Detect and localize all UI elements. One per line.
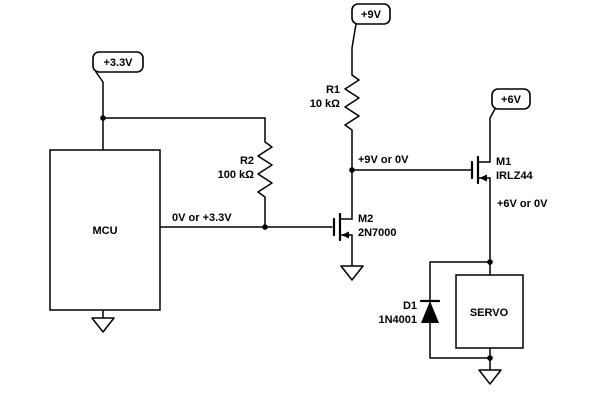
junction-dot xyxy=(487,355,493,361)
diode-d1-triangle xyxy=(421,301,439,323)
junction-dots xyxy=(100,115,493,361)
net-label-m2-drain: +9V or 0V xyxy=(358,154,409,166)
power-flag-9v: +9V xyxy=(351,3,391,49)
mosfet-m1: M1 IRLZ44 xyxy=(470,155,534,185)
power-flag-9v-pointer xyxy=(351,23,357,49)
resistor-r1: R1 10 kΩ xyxy=(310,47,360,171)
power-flag-9v-box xyxy=(351,3,391,25)
servo-block: SERVO xyxy=(455,274,524,349)
resistor-r2-body xyxy=(257,117,273,228)
junction-dot xyxy=(349,167,355,173)
ground-symbol-m2 xyxy=(340,265,364,281)
wire-d1-return xyxy=(429,322,491,359)
mosfet-m1-arrow xyxy=(479,174,487,182)
wires xyxy=(95,71,496,371)
diode-d1: D1 1N4001 xyxy=(378,299,441,326)
servo-label: SERVO xyxy=(470,307,509,319)
wire-m1-drain-v6 xyxy=(489,108,496,163)
wire-v33-to-mcu xyxy=(95,71,104,151)
net-label-m1-source: +6V or 0V xyxy=(497,198,548,210)
power-flag-9v-label: +9V xyxy=(361,9,382,21)
mosfet-m1-value: IRLZ44 xyxy=(496,170,534,182)
diode-d1-value: 1N4001 xyxy=(378,314,417,326)
mosfet-m1-ref: M1 xyxy=(496,156,511,168)
resistor-r2: R2 100 kΩ xyxy=(218,117,273,228)
power-flag-6v: +6V xyxy=(491,88,531,110)
resistor-r1-ref: R1 xyxy=(326,84,340,96)
junction-dot xyxy=(262,224,268,230)
ground-symbol-mcu xyxy=(91,317,115,333)
resistor-r2-ref: R2 xyxy=(240,155,254,167)
power-flag-3v3-box xyxy=(92,51,144,73)
mosfet-m2-arrow xyxy=(341,231,349,239)
power-flag-6v-box xyxy=(491,88,531,110)
junction-dot xyxy=(100,115,106,121)
mcu-label: MCU xyxy=(92,225,117,237)
wire-node-to-d1 xyxy=(429,261,491,301)
resistor-r1-body xyxy=(344,47,360,171)
ground-symbol-servo xyxy=(478,369,502,385)
mcu-box xyxy=(49,149,161,311)
resistor-r2-value: 100 kΩ xyxy=(218,169,255,181)
mosfet-m2-ref: M2 xyxy=(358,213,373,225)
mcu-block: MCU xyxy=(49,149,161,311)
net-label-mcu-out: 0V or +3.3V xyxy=(172,212,232,224)
mosfet-m2-value: 2N7000 xyxy=(358,227,397,239)
diode-d1-ref: D1 xyxy=(403,300,417,312)
servo-box xyxy=(455,274,524,349)
power-flag-6v-label: +6V xyxy=(501,94,522,106)
mosfet-m2: M2 2N7000 xyxy=(332,212,397,242)
resistor-r1-value: 10 kΩ xyxy=(310,98,340,110)
power-flag-3v3: +3.3V xyxy=(92,51,144,73)
power-flag-3v3-label: +3.3V xyxy=(103,57,133,69)
junction-dot xyxy=(487,259,493,265)
